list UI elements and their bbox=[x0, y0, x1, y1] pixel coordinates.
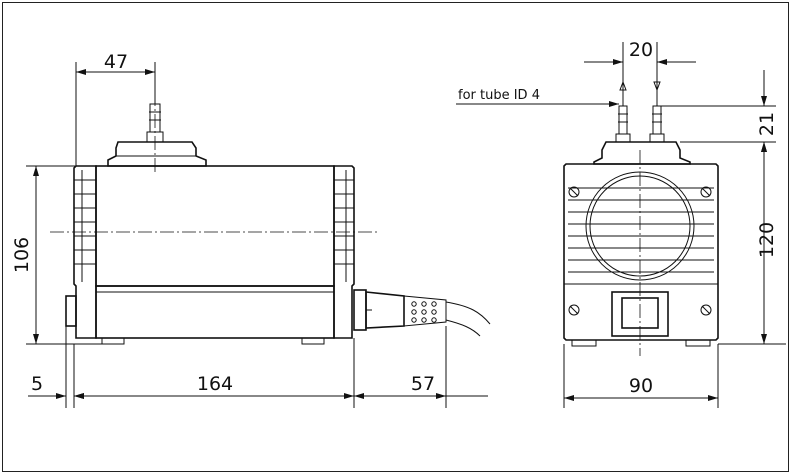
dim-106: 106 bbox=[11, 237, 33, 273]
front-grille bbox=[568, 187, 714, 273]
side-foot-right bbox=[301, 337, 325, 345]
dim-47: 47 bbox=[104, 51, 128, 73]
front-screws bbox=[568, 186, 712, 316]
drawing-border bbox=[2, 2, 789, 472]
side-end-cap-left bbox=[73, 165, 97, 339]
side-body-lower bbox=[95, 285, 335, 339]
side-fins-right bbox=[334, 170, 354, 282]
side-fins-left bbox=[74, 170, 96, 282]
dim-57: 57 bbox=[411, 373, 435, 395]
dim-120: 120 bbox=[756, 222, 778, 258]
front-pump-head bbox=[593, 141, 691, 165]
front-foot-right bbox=[685, 339, 711, 347]
side-end-cap-right bbox=[333, 165, 355, 339]
side-view bbox=[50, 92, 491, 345]
front-nozzles bbox=[615, 105, 665, 143]
side-pump-head bbox=[107, 141, 207, 167]
side-switch bbox=[65, 295, 77, 327]
dim-21: 21 bbox=[756, 112, 778, 136]
front-view bbox=[563, 42, 719, 356]
side-cable-gland bbox=[353, 289, 491, 337]
dim-20: 20 bbox=[629, 39, 653, 61]
tube-note: for tube ID 4 bbox=[458, 88, 540, 103]
side-dimensions: 47 106 5 164 57 bbox=[11, 51, 488, 408]
front-foot-left bbox=[571, 339, 597, 347]
dim-90: 90 bbox=[629, 375, 653, 397]
side-body-upper bbox=[95, 165, 335, 287]
side-foot-left bbox=[101, 337, 125, 345]
front-body bbox=[563, 163, 719, 341]
front-dimensions: 20 for tube ID 4 21 120 90 bbox=[456, 39, 786, 408]
dim-164: 164 bbox=[197, 373, 233, 395]
dim-5: 5 bbox=[31, 373, 43, 395]
